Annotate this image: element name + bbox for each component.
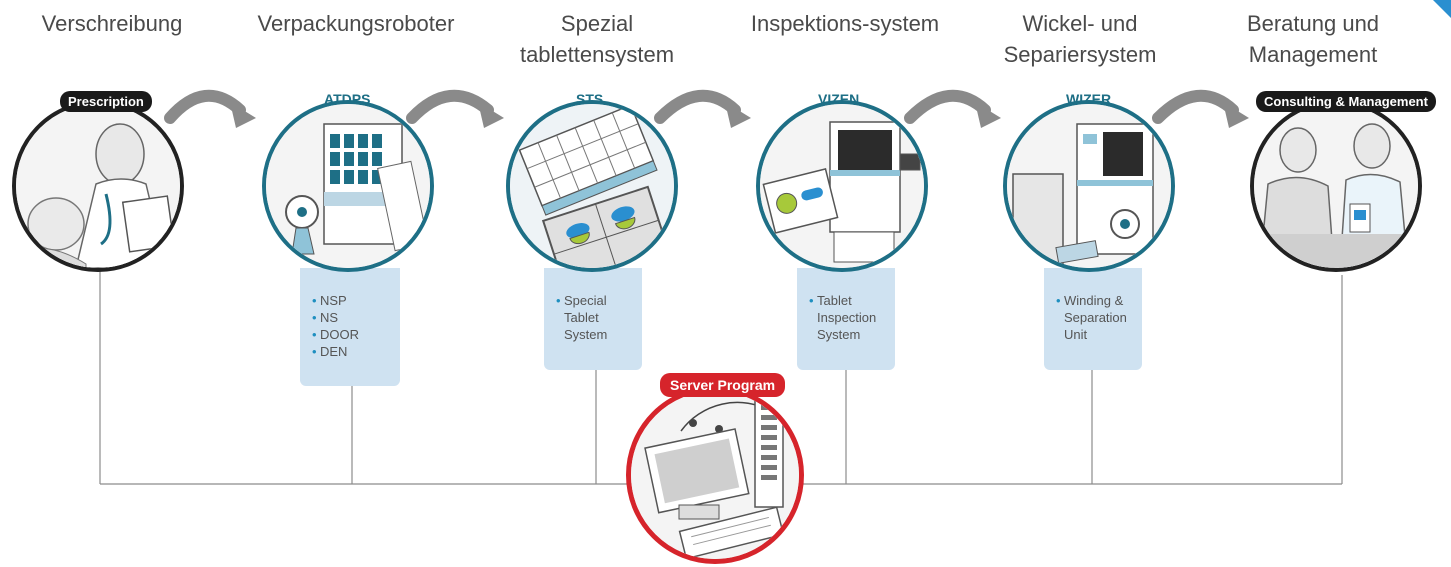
title-line: Separiersystem — [1003, 42, 1157, 67]
panel-atdps: NSP NS DOOR DEN — [300, 268, 400, 386]
server-computer-icon — [631, 391, 799, 559]
badge-prescription: Prescription — [60, 91, 152, 112]
list-item: NSP — [312, 292, 392, 309]
badge-consulting: Consulting & Management — [1256, 91, 1436, 112]
arrow-head-2 — [478, 102, 504, 128]
title-line: Wickel- und — [1022, 11, 1138, 36]
list-item: Winding & Separation Unit — [1056, 292, 1134, 343]
stage-title-prescription: Verschreibung — [12, 8, 212, 39]
title-line: Management — [1248, 42, 1378, 67]
panel-vizen: Tablet Inspection System — [797, 268, 895, 370]
badge-vizen: VIZEN — [818, 91, 860, 107]
doctor-scene-icon — [16, 104, 180, 268]
flow-arrow-1 — [164, 89, 246, 124]
title-line: Verschreibung — [41, 11, 183, 36]
corner-decoration — [1433, 0, 1451, 18]
title-line: Verpackungsroboter — [257, 11, 455, 36]
arrow-head-5 — [1223, 102, 1249, 128]
inspection-machine-icon — [760, 104, 924, 268]
title-line: Beratung und — [1246, 11, 1380, 36]
badge-sts: STS — [576, 91, 604, 107]
tablet-tray-icon — [510, 104, 674, 268]
consulting-scene-icon — [1254, 104, 1418, 268]
badge-wizer: WIZER — [1066, 91, 1112, 107]
stage-title-special-tablet: Spezial tablettensystem — [497, 8, 697, 70]
arrow-head-3 — [725, 102, 751, 128]
stage-title-inspection: Inspektions-system — [745, 8, 945, 39]
list-item: DEN — [312, 343, 392, 360]
packaging-robot-icon — [266, 104, 430, 268]
arrow-head-1 — [230, 102, 256, 128]
badge-atdps: ATDPS — [324, 91, 371, 107]
server-circle — [626, 386, 804, 564]
prescription-circle — [12, 100, 184, 272]
list-item: Tablet Inspection System — [809, 292, 887, 343]
title-line: Inspektions-system — [750, 11, 940, 36]
title-line: tablettensystem — [519, 42, 675, 67]
panel-sts: Special Tablet System — [544, 268, 642, 370]
panel-wizer: Winding & Separation Unit — [1044, 268, 1142, 370]
winding-machine-icon — [1007, 104, 1171, 268]
list-item: Special Tablet System — [556, 292, 634, 343]
stage-title-packaging: Verpackungsroboter — [256, 8, 456, 39]
stage-title-consulting: Beratung und Management — [1213, 8, 1413, 70]
title-line: Spezial — [560, 11, 634, 36]
badge-server-program: Server Program — [660, 373, 786, 397]
list-item: NS — [312, 309, 392, 326]
vizen-circle — [756, 100, 928, 272]
sts-circle — [506, 100, 678, 272]
list-item: DOOR — [312, 326, 392, 343]
stage-title-winding: Wickel- und Separiersystem — [980, 8, 1180, 70]
arrow-head-4 — [975, 102, 1001, 128]
consulting-circle — [1250, 100, 1422, 272]
atdps-circle — [262, 100, 434, 272]
wizer-circle — [1003, 100, 1175, 272]
